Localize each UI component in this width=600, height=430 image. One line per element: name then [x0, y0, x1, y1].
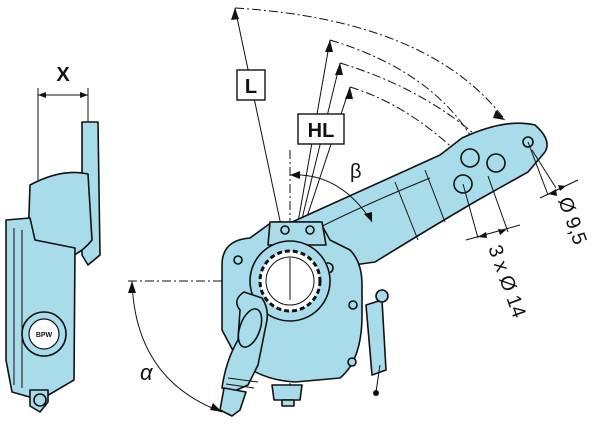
bolt-left	[233, 255, 243, 265]
x-arrow-left	[38, 92, 46, 98]
hl-arrow-1	[325, 40, 333, 52]
pin-dimension-line	[539, 179, 579, 199]
pin-arrow-1	[548, 189, 557, 196]
handle-ring-2	[225, 383, 255, 389]
bolt-bottom-right	[347, 357, 357, 367]
angle-annotations: α β	[128, 161, 373, 413]
x-arrow-right	[80, 92, 88, 98]
side-clip	[365, 299, 387, 376]
arc-hole-1	[329, 39, 473, 139]
pin-arrow-2	[558, 185, 566, 191]
bolt-right	[348, 300, 358, 310]
alpha-arrow-top	[128, 281, 136, 293]
clip-pin	[375, 289, 389, 303]
hl-arrow-2	[335, 63, 343, 75]
front-view	[219, 122, 548, 417]
handle-tip	[219, 387, 247, 417]
holes-dimension-line	[465, 224, 521, 241]
alpha-arc	[131, 280, 223, 413]
hl-box	[297, 113, 345, 145]
l-arrow	[231, 8, 239, 20]
hole-ext-2	[487, 175, 509, 233]
hl-label: HL	[308, 120, 335, 142]
bottom-nut-stem	[281, 399, 295, 407]
arc-outer-arrow	[493, 110, 505, 120]
handle-slot	[237, 308, 263, 348]
beta-label: β	[350, 161, 362, 183]
l-box	[236, 69, 266, 101]
side-badge-logo: BPW	[36, 332, 53, 339]
bolt-top-right	[305, 225, 315, 235]
hl-arrow-3	[345, 87, 353, 99]
x-dimension-label: X	[56, 64, 70, 86]
beta-arc	[289, 174, 373, 223]
handle-ring	[227, 377, 259, 383]
length-boxes: L HL	[236, 69, 345, 145]
pin-diameter-label: Ø 9,5	[553, 194, 590, 247]
beta-arrow-right	[364, 212, 372, 222]
holes-arrow-1	[478, 232, 487, 238]
holes-arrow-2	[498, 229, 506, 235]
bottom-nut	[271, 384, 303, 401]
pin-ext-1	[527, 141, 549, 196]
lever-arm-contour-1	[394, 181, 419, 241]
arc-outer	[234, 7, 506, 121]
pin-ext-2	[531, 149, 557, 189]
side-bottom-pin	[33, 393, 47, 407]
l-label: L	[245, 76, 257, 98]
alpha-arrow-bottom	[210, 403, 222, 412]
holes-label: 3 x Ø 14	[483, 242, 530, 321]
side-view: X BPW	[5, 64, 101, 413]
beta-arrow-left	[290, 171, 300, 179]
clip-spring	[375, 364, 381, 393]
hole-ext-1	[462, 183, 479, 239]
hole-1	[460, 148, 480, 168]
bolt-top-left	[280, 225, 290, 235]
alpha-label: α	[140, 360, 154, 385]
hole-2	[486, 153, 506, 173]
side-badge	[28, 318, 60, 350]
clip-end	[373, 390, 379, 396]
side-housing	[5, 217, 76, 401]
